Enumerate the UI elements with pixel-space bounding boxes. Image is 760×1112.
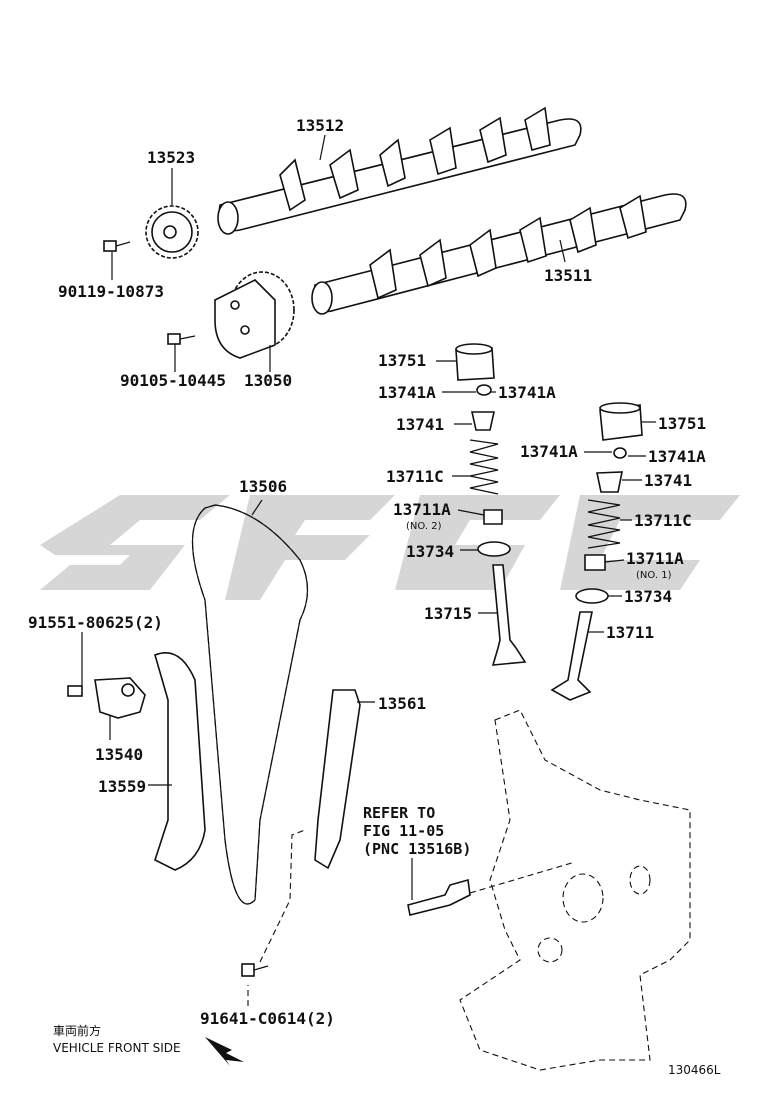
timing-chain — [192, 504, 309, 905]
chain-damper — [314, 689, 361, 870]
refer-note-line3: (PNC 13516B) — [363, 840, 471, 858]
leader-oil-jet — [469, 861, 576, 894]
label-13540: 13540 — [95, 745, 143, 764]
leader-91641 — [247, 829, 306, 1006]
label-13741A-upper-left: 13741A — [378, 383, 436, 402]
label-13751-lower: 13751 — [658, 414, 706, 433]
label-13715: 13715 — [424, 604, 472, 623]
label-13506: 13506 — [239, 477, 287, 496]
label-13559: 13559 — [98, 777, 146, 796]
label-13511: 13511 — [544, 266, 592, 285]
leader-13512 — [319, 134, 326, 161]
camshaft-exhaust — [217, 106, 582, 235]
label-91641-C0614: 91641-C0614(2) — [200, 1009, 335, 1028]
camshaft-sprocket — [145, 205, 199, 259]
bolt-90105 — [167, 333, 196, 345]
chain-slipper — [154, 652, 206, 871]
label-13711A-upper: 13711A — [393, 500, 451, 519]
bolt-90119 — [103, 240, 131, 252]
label-13741A-lower-right: 13741A — [648, 447, 706, 466]
label-13741-lower: 13741 — [644, 471, 692, 490]
direction-label-jp: 車両前方 — [53, 1023, 101, 1038]
label-13711C-upper: 13711C — [386, 467, 444, 486]
leader-13506 — [251, 499, 263, 516]
label-13711C-lower: 13711C — [634, 511, 692, 530]
camshaft-intake — [311, 193, 687, 315]
engine-block — [459, 709, 691, 1071]
front-arrow-icon — [205, 1037, 244, 1066]
label-91551-80625: 91551-80625(2) — [28, 613, 163, 632]
label-13711A-lower-note: (NO. 1) — [636, 570, 672, 581]
refer-note-line1: REFER TO — [363, 804, 435, 822]
valve-stack-right — [550, 402, 643, 701]
chain-tensioner — [67, 677, 146, 719]
label-13711: 13711 — [606, 623, 654, 642]
vvt-gear — [214, 271, 295, 359]
label-13512: 13512 — [296, 116, 344, 135]
oil-jet — [407, 878, 471, 916]
label-13711A-lower: 13711A — [626, 549, 684, 568]
label-13741A-upper-right: 13741A — [498, 383, 556, 402]
figure-code: 130466L — [668, 1063, 721, 1077]
label-13734-lower: 13734 — [624, 587, 672, 606]
leader-13711A-lower — [604, 559, 625, 563]
label-13751-upper: 13751 — [378, 351, 426, 370]
valve-stack-left — [455, 343, 527, 666]
label-13741A-lower-left: 13741A — [520, 442, 578, 461]
direction-label-en: VEHICLE FRONT SIDE — [53, 1041, 181, 1055]
label-13561: 13561 — [378, 694, 426, 713]
label-13734-upper: 13734 — [406, 542, 454, 561]
label-13741-upper: 13741 — [396, 415, 444, 434]
label-13711A-upper-note: (NO. 2) — [406, 521, 442, 532]
label-13523: 13523 — [147, 148, 195, 167]
label-90105-10445: 90105-10445 — [120, 371, 226, 390]
leader-13711A-upper — [457, 509, 485, 516]
leader-13511 — [559, 239, 566, 263]
refer-note-line2: FIG 11-05 — [363, 822, 444, 840]
label-13050: 13050 — [244, 371, 292, 390]
label-90119-10873: 90119-10873 — [58, 282, 164, 301]
bolt-91641 — [241, 963, 269, 977]
